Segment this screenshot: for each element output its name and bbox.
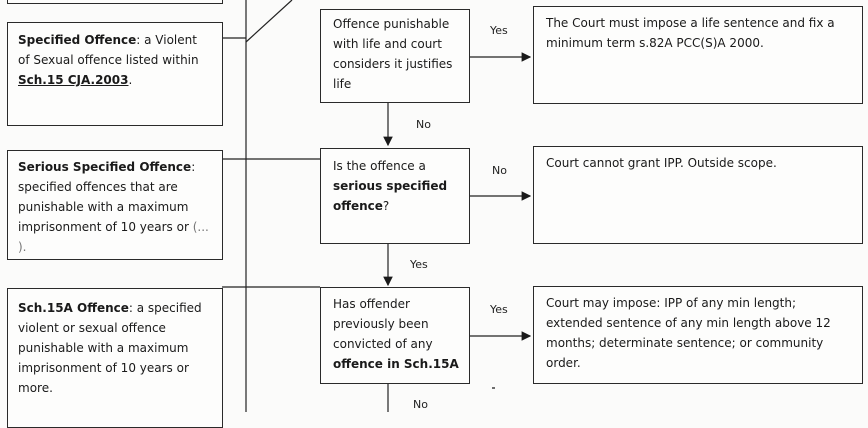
- label-yes-life: Yes: [490, 24, 508, 37]
- label-no-conviction: No: [413, 398, 428, 411]
- question-pre: Has offender previously been convicted o…: [333, 297, 433, 351]
- label-no-life: No: [416, 118, 431, 131]
- result-text: Court cannot grant IPP. Outside scope.: [546, 156, 777, 170]
- definition-serious-specified-offence: Serious Specified Offence: specified off…: [7, 150, 223, 260]
- question-text: Offence punishable with life and court c…: [333, 17, 453, 91]
- question-pre: Is the offence a: [333, 159, 426, 173]
- definition-text: : specified offences that are punishable…: [18, 160, 196, 234]
- label-yes-serious: Yes: [410, 258, 428, 271]
- definition-term: Specified Offence: [18, 33, 137, 47]
- definition-sch15a-offence: Sch.15A Offence: a specified violent or …: [7, 288, 223, 428]
- result-life-sentence: The Court must impose a life sentence an…: [533, 6, 863, 104]
- connector-lines: [222, 0, 532, 412]
- definition-term: Sch.15A Offence: [18, 301, 129, 315]
- definition-text: : a Violent of Sexual offence listed wit…: [18, 33, 199, 67]
- definition-tail: .: [128, 73, 133, 87]
- definition-specified-offence: Specified Offence: a Violent of Sexual o…: [7, 22, 223, 126]
- definition-text: : a specified violent or sexual offence …: [18, 301, 202, 395]
- label-yes-conviction: Yes: [490, 303, 508, 316]
- question-life-sentence: Offence punishable with life and court c…: [320, 9, 470, 103]
- result-outside-scope: Court cannot grant IPP. Outside scope.: [533, 146, 863, 244]
- result-text: Court may impose: IPP of any min length;…: [546, 296, 831, 370]
- definition-ref: Sch.15 CJA.2003: [18, 73, 129, 87]
- top-partial-box: [7, 0, 223, 4]
- result-ipp-options: Court may impose: IPP of any min length;…: [533, 286, 863, 384]
- label-no-serious: No: [492, 164, 507, 177]
- definition-tail: (... ).: [18, 220, 209, 254]
- question-previous-conviction: Has offender previously been convicted o…: [320, 287, 470, 384]
- result-text: The Court must impose a life sentence an…: [546, 16, 835, 50]
- definition-term: Serious Specified Offence: [18, 160, 192, 174]
- question-bold: offence in Sch.15A: [333, 357, 459, 371]
- question-post: ?: [382, 199, 390, 213]
- top-diagonal: [245, 0, 293, 43]
- question-serious-specified: Is the offence a serious specified offen…: [320, 148, 470, 244]
- question-bold: serious specified offence: [333, 179, 448, 213]
